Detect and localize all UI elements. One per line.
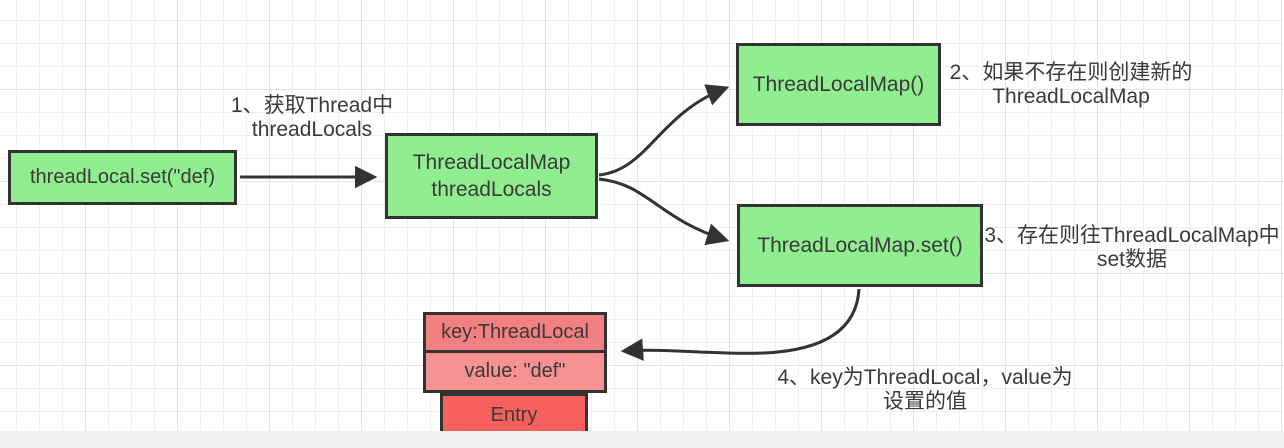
node-label-line2: threadLocals (431, 178, 552, 201)
annotation-line: 设置的值 (883, 390, 967, 413)
entry-value-label: value: "def" (464, 360, 566, 382)
node-entry: Entry (440, 393, 588, 438)
node-label: ThreadLocalMap.set() (757, 233, 963, 257)
annotation-line: threadLocals (251, 118, 373, 141)
annotation-line: 1、获取Thread中 (230, 94, 394, 117)
annotation-step4: 4、key为ThreadLocal，value为 设置的值 (765, 366, 1085, 414)
node-threadlocalmap-constructor: ThreadLocalMap() (736, 43, 941, 126)
annotation-line: 2、如果不存在则创建新的 (949, 61, 1193, 84)
node-threadlocal-set-call: threadLocal.set("def) (8, 150, 237, 205)
annotation-line: 3、存在则往ThreadLocalMap中 (984, 224, 1280, 247)
page-bottom-edge (0, 431, 1284, 448)
arrow-threadlocals-to-mapset (598, 177, 730, 246)
arrow-mapset-to-entry (620, 288, 861, 361)
node-entry-key-value-stack: key:ThreadLocal value: "def" (423, 312, 607, 393)
node-threadlocals-field: ThreadLocalMap threadLocals (385, 133, 598, 219)
annotation-step1: 1、获取Thread中 threadLocals (222, 94, 402, 142)
node-entry-key-cell: key:ThreadLocal (426, 315, 604, 353)
annotation-step2: 2、如果不存在则创建新的 ThreadLocalMap (945, 61, 1197, 109)
annotation-line: 4、key为ThreadLocal，value为 (777, 366, 1073, 389)
node-entry-value-cell: value: "def" (426, 353, 604, 390)
annotation-line: ThreadLocalMap (992, 85, 1150, 108)
annotation-line: set数据 (1096, 248, 1167, 271)
arrow-threadlocals-to-constructor (598, 84, 730, 177)
entry-label: Entry (490, 404, 538, 426)
node-label: ThreadLocalMap() (752, 72, 925, 96)
node-label: threadLocal.set("def) (30, 166, 215, 188)
node-threadlocalmap-set: ThreadLocalMap.set() (737, 204, 983, 287)
entry-key-label: key:ThreadLocal (441, 321, 589, 343)
annotation-step3: 3、存在则往ThreadLocalMap中 set数据 (980, 224, 1284, 272)
node-label-line1: ThreadLocalMap (412, 151, 571, 174)
